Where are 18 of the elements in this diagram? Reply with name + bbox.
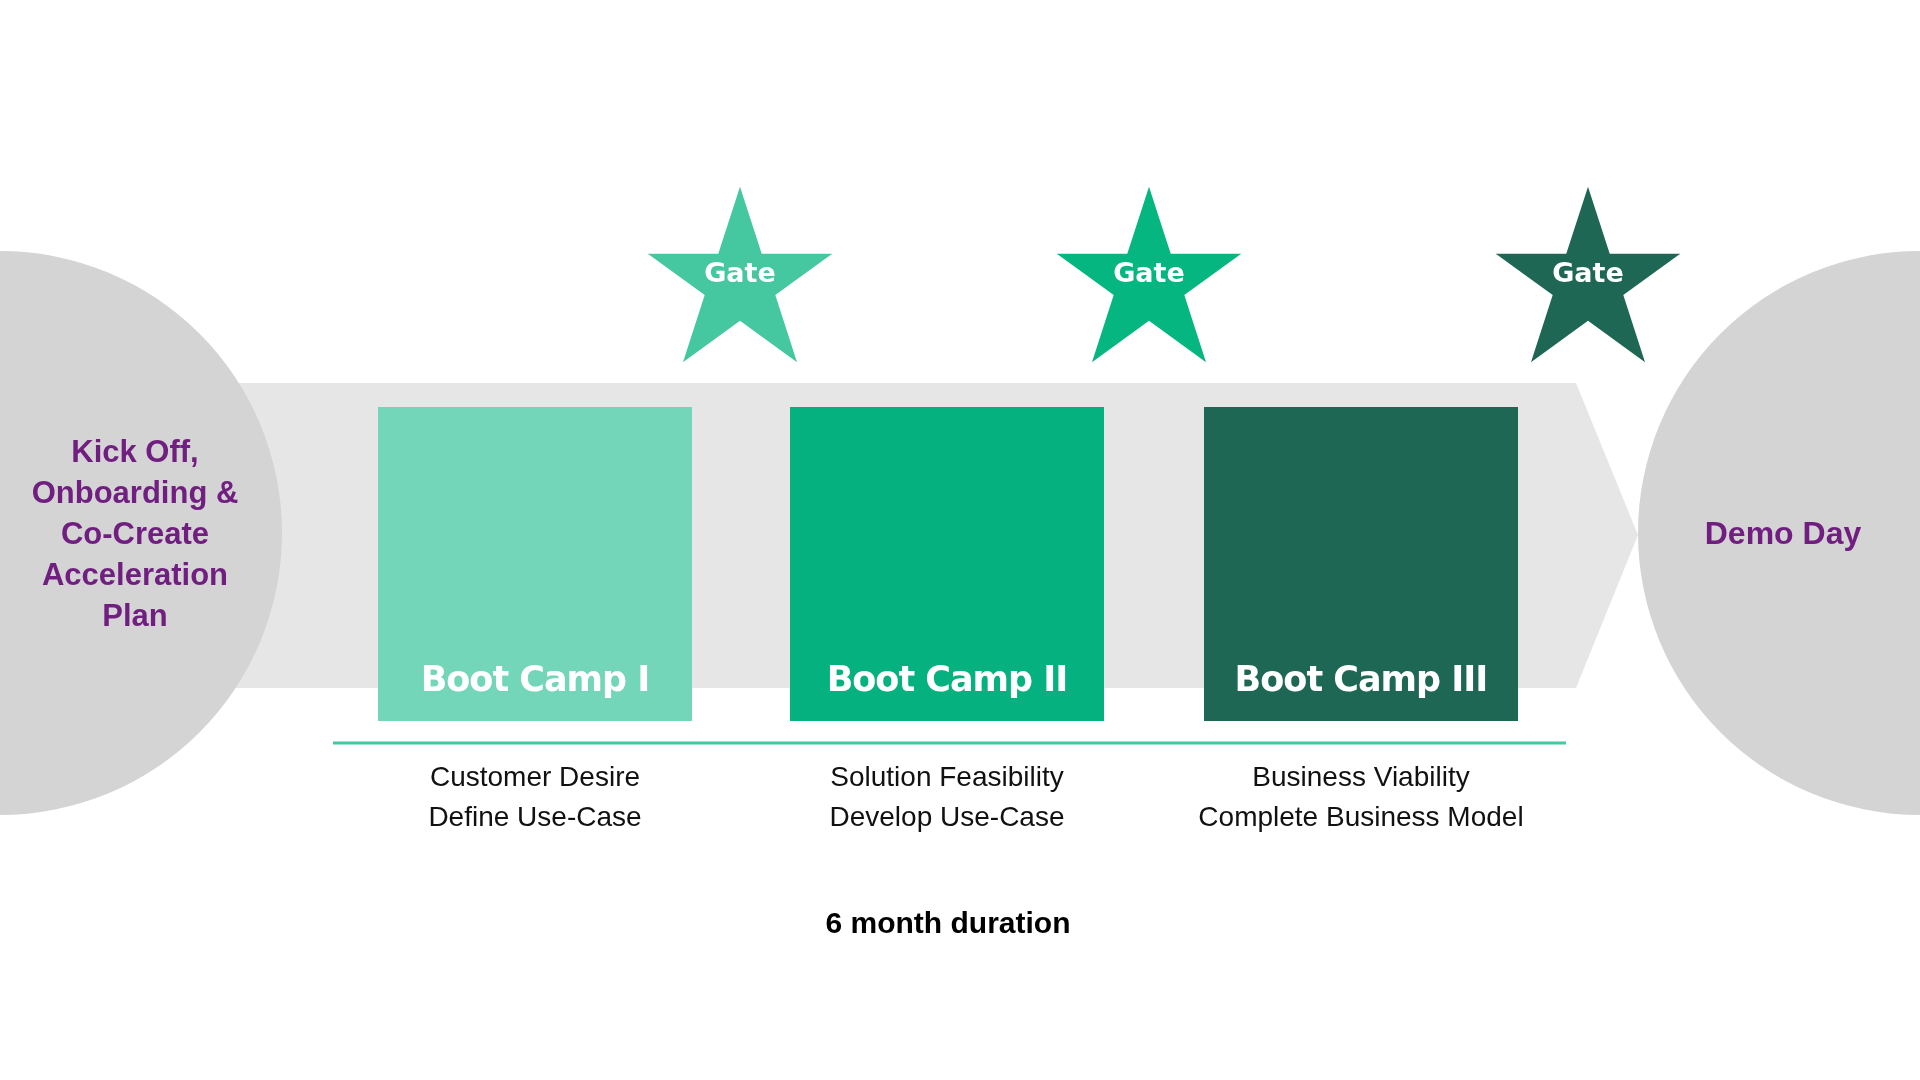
- phase-box: [1204, 407, 1518, 721]
- milestone-label: Kick Off, Onboarding & Co-Create Acceleration Plan: [30, 432, 240, 635]
- phase-description: Business Viability: [1252, 760, 1470, 794]
- phase-title: Boot Camp I: [420, 657, 650, 701]
- phase-description: Complete Business Model: [1198, 800, 1524, 834]
- phase-description: Develop Use-Case: [829, 800, 1065, 834]
- phase-description: Customer Desire: [429, 760, 641, 794]
- phase-description: Define Use-Case: [428, 800, 642, 834]
- gate-label: Gate: [1552, 255, 1624, 290]
- gate-label: Gate: [704, 255, 776, 290]
- phase-title: Boot Camp III: [1234, 657, 1488, 701]
- phase-box: [790, 407, 1104, 721]
- phase-title: Boot Camp II: [826, 657, 1068, 701]
- phase-box: [378, 407, 692, 721]
- duration-note: 6 month duration: [825, 905, 1071, 941]
- milestone-label: Demo Day: [1703, 513, 1863, 553]
- gate-label: Gate: [1113, 255, 1185, 290]
- phase-description: Solution Feasibility: [830, 760, 1064, 794]
